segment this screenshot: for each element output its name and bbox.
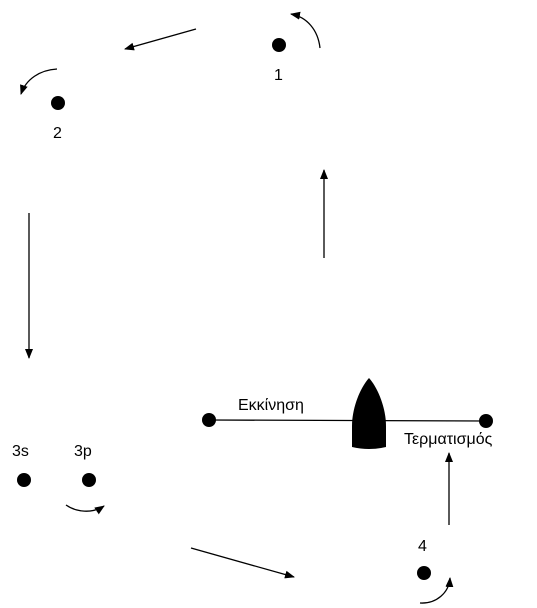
boat-icon [352,378,386,449]
leg-arrow-mark-1-to-mark-2 [124,28,197,51]
mark-1-rounding-arrow-icon [290,11,321,49]
mark-3p-rounding-arrow-icon [65,504,105,515]
finish-line-label: Τερματισμός [404,431,493,448]
mark-4-rounding-arrow-icon [419,577,454,604]
mark-3p [82,473,96,487]
mark-3s-label: 3s [12,443,29,460]
mark-2 [51,96,65,110]
start-line-label: Εκκίνηση [238,397,304,414]
leg-arrow-gate-to-mark-4 [190,547,295,579]
start-pin-mark [202,413,216,427]
mark-3s [17,473,31,487]
mark-2-rounding-arrow-icon [20,68,58,95]
mark-4-label: 4 [418,538,427,555]
mark-3p-label: 3p [74,443,92,460]
mark-4 [417,566,431,580]
mark-1-label: 1 [274,67,283,84]
finish-pin-mark [479,414,493,428]
mark-1 [272,38,286,52]
mark-2-label: 2 [53,125,62,142]
start-finish-line [208,419,487,422]
